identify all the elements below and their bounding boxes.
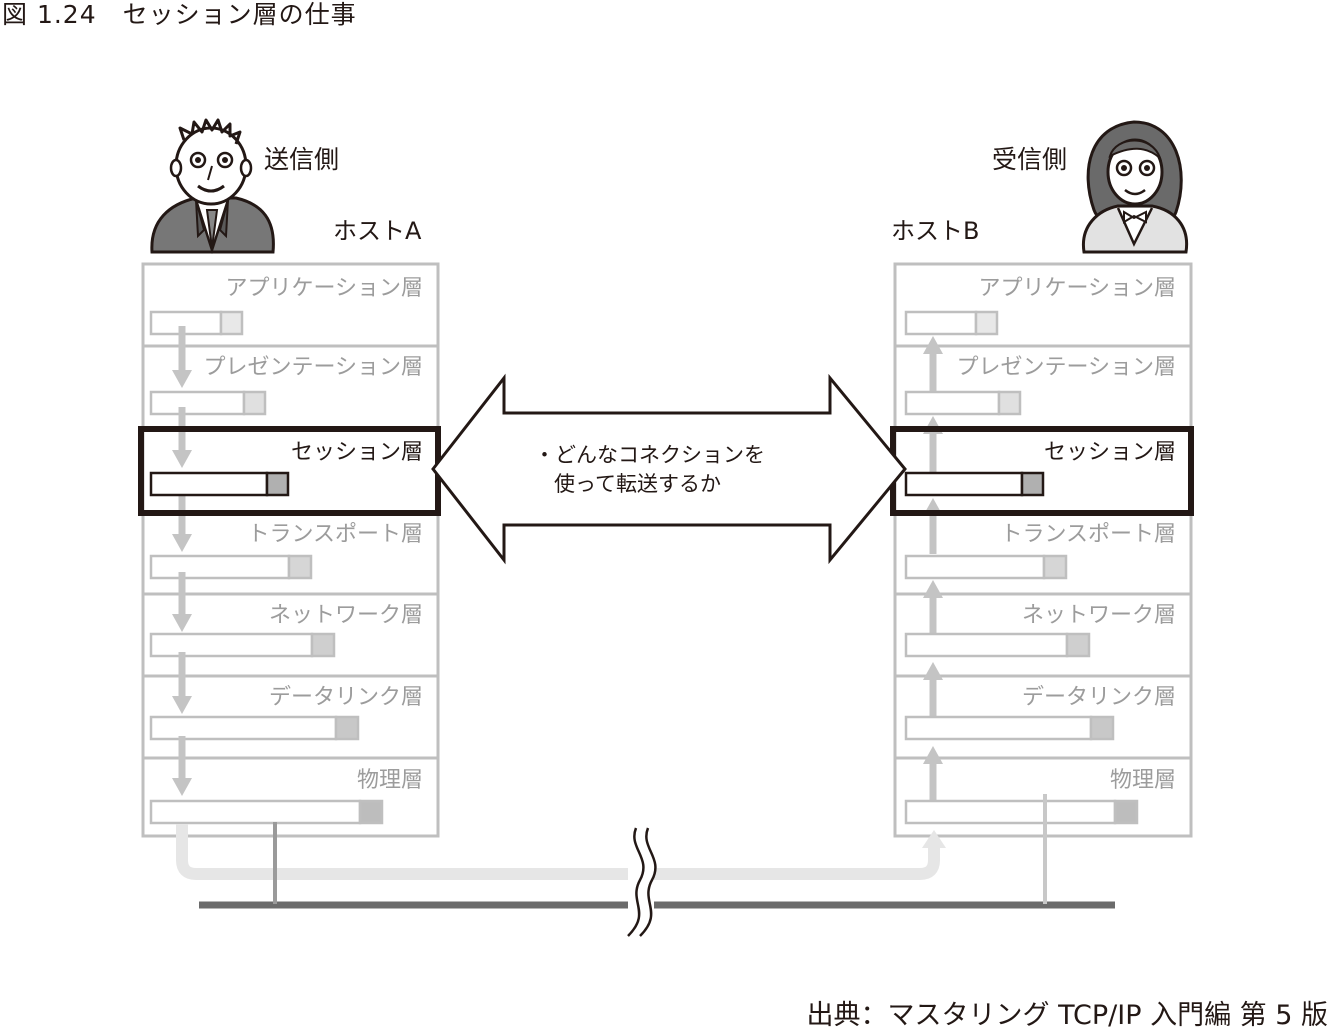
host-a-packets (149, 310, 384, 825)
host-a-stack: アプリケーション層 プレゼンテーション層 セッション層 トランスポート層 ネット… (138, 262, 441, 838)
figure-title: 図 1.24 セッション層の仕事 (2, 0, 357, 29)
receiver-person-icon (1081, 120, 1189, 254)
network-cable (176, 794, 1115, 938)
host-a-layer-application: アプリケーション層 (225, 276, 423, 301)
host-b-stack: アプリケーション層 プレゼンテーション層 セッション層 トランスポート層 ネット… (890, 262, 1194, 838)
host-b-packets (904, 310, 1139, 825)
sender-person-icon (150, 118, 275, 255)
host-a-layer-session: セッション層 (291, 440, 423, 465)
host-b-layer-transport: トランスポート層 (1000, 522, 1176, 547)
host-a-layer-transport: トランスポート層 (247, 522, 423, 547)
host-a-layer-physical: 物理層 (357, 768, 423, 793)
host-b-layer-physical: 物理層 (1110, 768, 1176, 793)
host-a-layer-network: ネットワーク層 (269, 603, 423, 628)
arrow-note-line1: ・どんなコネクションを (534, 443, 765, 467)
host-b-layer-datalink: データリンク層 (1022, 685, 1176, 710)
session-double-arrow: ・どんなコネクションを 使って転送するか (431, 373, 907, 565)
host-a-label: ホストA (333, 217, 422, 245)
receiver-role: 受信側 (992, 145, 1067, 174)
host-a-layer-presentation: プレゼンテーション層 (203, 355, 423, 380)
host-b-layer-presentation: プレゼンテーション層 (956, 355, 1176, 380)
source-caption: 出典：マスタリング TCP/IP 入門編 第 5 版 (806, 1000, 1328, 1031)
host-a-layer-datalink: データリンク層 (269, 685, 423, 710)
host-b-label: ホストB (891, 217, 979, 245)
sender-role: 送信側 (264, 145, 339, 174)
host-b-layer-application: アプリケーション層 (978, 276, 1176, 301)
host-b-layer-network: ネットワーク層 (1022, 603, 1176, 628)
host-b-layer-session: セッション層 (1044, 440, 1176, 465)
arrow-note-line2: 使って転送するか (554, 472, 721, 496)
